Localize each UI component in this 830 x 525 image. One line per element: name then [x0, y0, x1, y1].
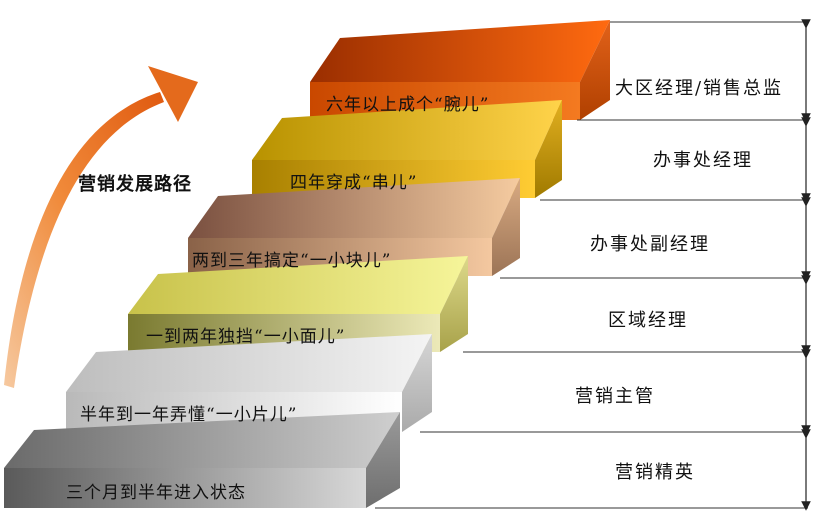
position-label-5: 办事处经理: [653, 150, 753, 171]
step-5-label: 四年穿成“串儿”: [290, 173, 418, 193]
position-label-4: 办事处副经理: [590, 234, 710, 255]
position-label-6: 大区经理/销售总监: [614, 78, 784, 99]
step-1-label: 三个月到半年进入状态: [66, 483, 246, 503]
step-2-label: 半年到一年弄懂“一小片儿”: [80, 405, 298, 425]
growth-arrow-icon: [4, 66, 198, 388]
level-divider-lines: [375, 21, 808, 509]
position-label-1: 营销精英: [615, 462, 695, 483]
step-4: [188, 178, 520, 276]
step-3-label: 一到两年独挡“一小面儿”: [146, 327, 346, 347]
position-label-3: 区域经理: [608, 310, 688, 331]
step-1: [4, 412, 400, 508]
step-6-label: 六年以上成个“腕儿”: [326, 95, 490, 115]
position-label-2: 营销主管: [575, 386, 655, 407]
step-4-label: 两到三年搞定“一小块儿”: [192, 251, 392, 271]
diagram-title: 营销发展路径: [78, 174, 192, 195]
